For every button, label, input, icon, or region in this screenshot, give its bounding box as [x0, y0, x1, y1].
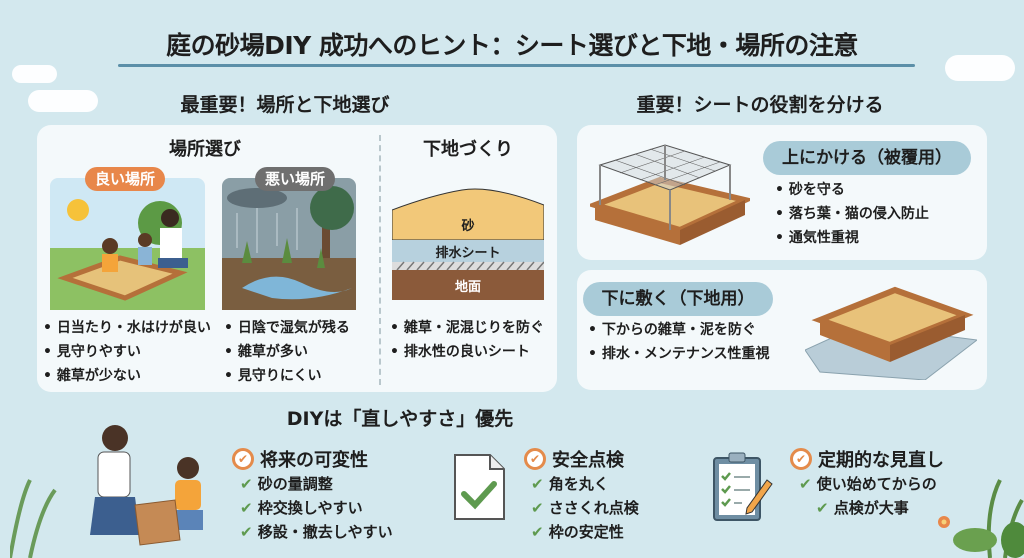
parent-and-child-illustration [10, 425, 203, 558]
cover-sheet-list: 砂を守る 落ち葉・猫の侵入防止 通気性重視 [775, 178, 929, 250]
check-circle-icon: ✔ [790, 448, 812, 470]
future-flexibility-list: 砂の量調整 枠交換しやすい 移設・撤去しやすい [240, 472, 393, 544]
list-item: 見守りにくい [224, 364, 350, 388]
list-item: 砂の量調整 [240, 472, 393, 496]
bad-place-illustration [222, 178, 356, 310]
ground-list: 雑草・泥混じりを防ぐ 排水性の良いシート [390, 316, 544, 364]
check-circle-icon: ✔ [524, 448, 546, 470]
list-item: 見守りやすい [43, 340, 211, 364]
page-title: 庭の砂場DIY 成功へのヒント：シート選びと下地・場所の注意 [166, 31, 858, 60]
list-item: 日陰で湿気が残る [224, 316, 350, 340]
list-item: 雑草が多い [224, 340, 350, 364]
list-item: 下からの雑草・泥を防ぐ [588, 318, 770, 342]
bad-place-badge: 悪い場所 [255, 167, 335, 191]
list-item: 雑草・泥混じりを防ぐ [390, 316, 544, 340]
plant-decoration [938, 479, 1024, 558]
good-place-badge: 良い場所 [85, 167, 165, 191]
list-item: 雑草が少ない [43, 364, 211, 388]
place-heading: 場所選び [169, 139, 241, 160]
good-place-list: 日当たり・水はけが良い 見守りやすい 雑草が少ない [43, 316, 211, 388]
safety-check-heading: ✔ 安全点検 [524, 446, 624, 472]
left-section-heading: 最重要！場所と下地選び [180, 94, 390, 116]
bottom-heading: DIYは「直しやすさ」優先 [286, 408, 514, 430]
column-heading: 将来の可変性 [260, 450, 368, 471]
periodic-review-heading: ✔ 定期的な見直し [790, 446, 944, 472]
good-place-illustration [50, 178, 205, 310]
covered-sandbox-illustration [590, 144, 750, 245]
column-heading: 安全点検 [552, 450, 624, 471]
right-section-heading: 重要！シートの役割を分ける [636, 94, 884, 116]
list-item: 枠交換しやすい [240, 496, 393, 520]
list-item: 排水・メンテナンス性重視 [588, 342, 770, 366]
bad-place-list: 日陰で湿気が残る 雑草が多い 見守りにくい [224, 316, 350, 388]
under-sheet-label: 下に敷く（下地用） [583, 282, 773, 316]
cloud-decoration [28, 90, 98, 112]
list-item: 移設・撤去しやすい [240, 520, 393, 544]
ground-heading: 下地づくり [423, 139, 513, 160]
list-item-continued: 点検が大事 [799, 496, 937, 520]
list-item: 角を丸く [531, 472, 639, 496]
document-check-icon [454, 454, 505, 520]
check-circle-icon: ✔ [232, 448, 254, 470]
list-item: ささくれ点検 [531, 496, 639, 520]
cloud-decoration [945, 55, 1015, 81]
list-item: 砂を守る [775, 178, 929, 202]
layer-sheet-label: 排水シート [435, 246, 501, 261]
layer-sand-label: 砂 [461, 219, 475, 234]
title-underline [118, 64, 915, 67]
list-item: 日当たり・水はけが良い [43, 316, 211, 340]
cloud-decoration [12, 65, 57, 83]
future-flexibility-heading: ✔ 将来の可変性 [232, 446, 368, 472]
column-heading: 定期的な見直し [818, 450, 944, 471]
cover-sheet-label: 上にかける（被覆用） [763, 141, 971, 175]
ground-layers-diagram [392, 188, 544, 300]
list-item: 枠の安定性 [531, 520, 639, 544]
clipboard-checklist-icon [713, 452, 773, 521]
divider [379, 135, 381, 385]
under-sheet-list: 下からの雑草・泥を防ぐ 排水・メンテナンス性重視 [588, 318, 770, 366]
safety-check-list: 角を丸く ささくれ点検 枠の安定性 [531, 472, 639, 544]
list-item: 排水性の良いシート [390, 340, 544, 364]
sandbox-with-sheet-illustration [805, 286, 977, 380]
list-item: 通気性重視 [775, 226, 929, 250]
list-item: 落ち葉・猫の侵入防止 [775, 202, 929, 226]
layer-ground-label: 地面 [454, 280, 481, 295]
periodic-review-list: 使い始めてからの 点検が大事 [799, 472, 937, 520]
list-item: 使い始めてからの [799, 472, 937, 496]
